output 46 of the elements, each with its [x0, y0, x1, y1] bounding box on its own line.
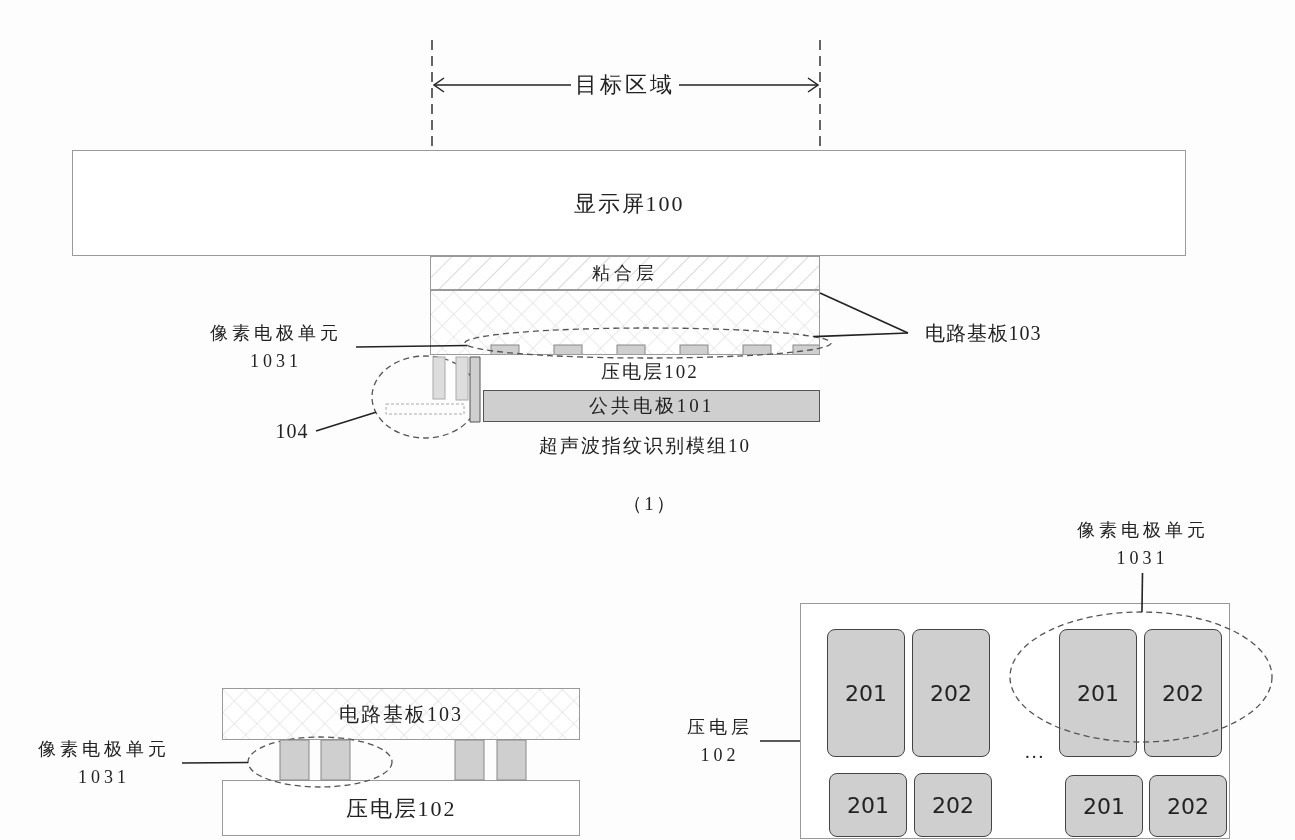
layer-label: 201	[847, 791, 889, 820]
layer-label: 压电层102	[345, 794, 457, 823]
circuit-board	[430, 290, 820, 355]
layer-label: 202	[1162, 679, 1204, 708]
layer-label: 公共电极101	[588, 393, 715, 418]
leader-line	[759, 740, 801, 742]
dimension-label: 目标区域	[430, 68, 820, 101]
electrode-pad	[912, 629, 990, 757]
electrode-pad	[914, 773, 992, 837]
layer-label: 201	[1083, 792, 1125, 821]
ellipsis-mark: ...	[1023, 740, 1047, 764]
layer-label: 202	[1167, 792, 1209, 821]
callout-label: 压电层102	[687, 716, 753, 767]
electrode-pad	[1059, 629, 1137, 757]
adhesive-layer	[430, 256, 820, 290]
layer-label: 201	[1077, 679, 1119, 708]
electrode-pad	[827, 629, 905, 757]
layer-label: 202	[932, 791, 974, 820]
layer-box	[222, 780, 580, 836]
callout-label: 104	[275, 419, 309, 444]
leader-line	[819, 292, 909, 334]
layer-box	[72, 150, 1186, 256]
layer-label: 压电层102	[601, 360, 699, 385]
layer-label: 显示屏100	[573, 189, 685, 218]
caption-text: 超声波指纹识别模组10	[538, 434, 752, 458]
electrode-pad	[1144, 629, 1222, 757]
figure-number: （1）	[622, 492, 678, 516]
electrode-pad	[829, 773, 907, 837]
layer-label: 电路基板103	[339, 702, 463, 727]
callout-label: 像素电极单元1031	[210, 322, 342, 373]
layer-label: 201	[845, 679, 887, 708]
callout-label: 像素电极单元1031	[38, 738, 170, 789]
common-electrode-layer	[483, 390, 820, 422]
piezo-layer-panel	[800, 603, 1230, 839]
callout-label: 像素电极单元1031	[1076, 519, 1209, 570]
leader-line	[1141, 572, 1144, 613]
leader-line	[355, 344, 469, 348]
leader-line	[315, 411, 377, 432]
electrode-pad	[1065, 775, 1143, 837]
electrode-pad	[1149, 775, 1227, 837]
leader-line	[812, 332, 909, 338]
leader-line	[181, 761, 249, 764]
circuit-board	[222, 688, 580, 740]
layer-label: 粘合层	[592, 261, 658, 285]
layer-label: 202	[930, 679, 972, 708]
callout-label: 电路基板103	[924, 321, 1042, 346]
